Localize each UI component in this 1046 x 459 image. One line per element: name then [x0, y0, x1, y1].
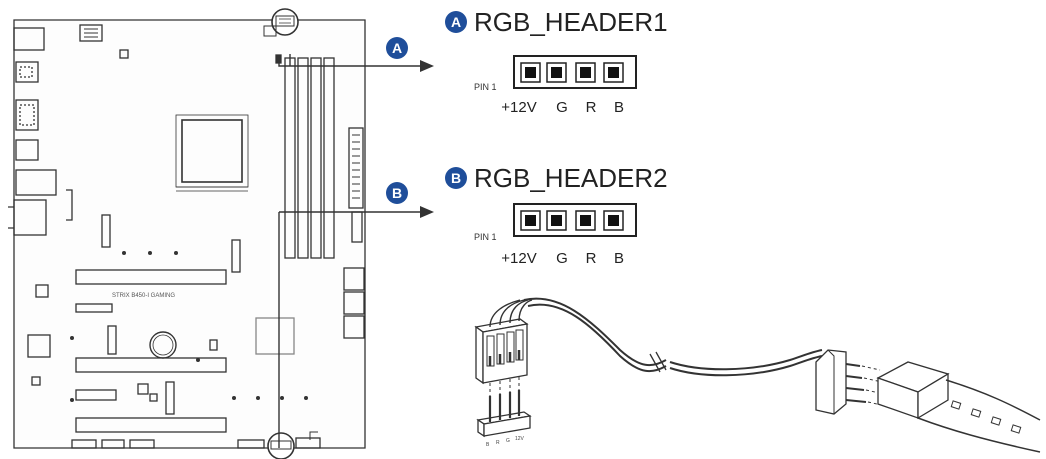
header-1-pin-b: B	[614, 99, 624, 116]
badge-a-line-label: A	[392, 40, 402, 56]
rgb-header-2: B RGB_HEADER2 PIN 1 +12V G R B	[445, 163, 668, 267]
rgb-header-1: A RGB_HEADER1 PIN 1 +12V G R B	[445, 7, 668, 116]
rgb-cable-illustration	[474, 297, 1041, 453]
header-2-pin-12v: +12V	[501, 250, 536, 267]
header-2-badge: B	[451, 170, 461, 186]
header-2-pin-r: R	[586, 250, 597, 267]
leader-lines	[278, 54, 422, 448]
badge-b-line: B	[386, 182, 408, 204]
header-2-title: RGB_HEADER2	[474, 163, 668, 193]
board-model-label: STRIX B450-I GAMING	[112, 293, 175, 299]
cable-pin-g: G	[506, 438, 510, 444]
cable-pin-12v: 12V	[515, 436, 525, 442]
header-1-pin1-label: PIN 1	[474, 82, 497, 92]
header-1-badge: A	[451, 14, 461, 30]
header-2-pin-g: G	[556, 250, 568, 267]
header-1-pin-r: R	[586, 99, 597, 116]
header-1-title: RGB_HEADER1	[474, 7, 668, 37]
motherboard	[8, 8, 366, 459]
header-1-pin-g: G	[556, 99, 568, 116]
cable-header-pin-labels: B R G 12V	[486, 436, 525, 448]
badge-a-line: A	[386, 37, 408, 59]
badge-b-line-label: B	[392, 185, 402, 201]
header-2-pin1-label: PIN 1	[474, 232, 497, 242]
cable-pin-r: R	[496, 440, 500, 446]
board-dots	[70, 251, 308, 402]
header-2-pin-b: B	[614, 250, 624, 267]
arrow-heads	[420, 60, 434, 218]
header-1-pin-12v: +12V	[501, 99, 536, 116]
cable-pin-b: B	[486, 442, 490, 448]
